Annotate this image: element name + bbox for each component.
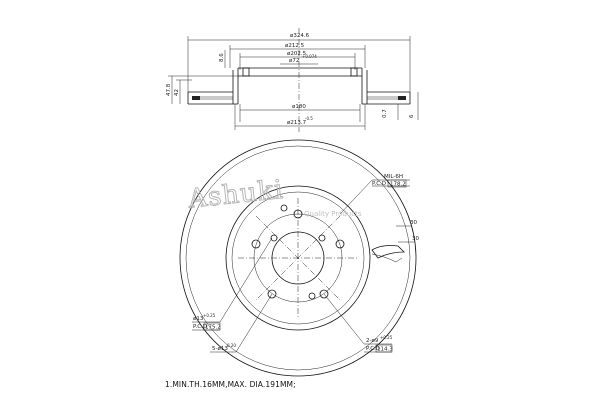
dim-center-bore-tol: +0.074 <box>302 54 317 59</box>
side-view: ø324.6 ø212.5 ø202.5 ø72 +0.074 <box>166 28 419 132</box>
hat-inner <box>231 191 365 325</box>
callout-hole-small-tol: +0.25 <box>203 313 216 318</box>
callout-pcd-thread-value: 178.2 <box>390 182 406 188</box>
dim-rim-offset: 6 <box>409 114 415 118</box>
vent-cutout <box>371 245 405 259</box>
pin-holes <box>270 204 326 300</box>
dim-height-total: 47.8 <box>166 83 172 96</box>
front-view: Ashuki Quality Products MIL-6H P.C.D 178… <box>179 139 419 377</box>
callout-bolt-holes: 5-ø13 <box>212 346 228 352</box>
callout-hole-small: ø13 <box>193 316 204 322</box>
callout-pin-holes-tol: +0.25 <box>380 335 393 340</box>
outer-rim <box>179 139 417 377</box>
dim-212-5: ø212.5 <box>285 43 305 49</box>
outer-rim-inner <box>185 145 411 371</box>
dim-202-5: ø202.5 <box>287 51 307 57</box>
callout-pcd-small-value: 175.2 <box>205 325 221 331</box>
spec-note: 1.MIN.TH.16MM,MAX. DIA.191MM; <box>165 380 296 389</box>
callout-mil: MIL-6H <box>384 174 403 180</box>
dim-213-7-tol: -0.5 <box>305 116 313 121</box>
dim-hat-depth: 8.6 <box>219 53 225 62</box>
dim-height-inner: 42 <box>174 89 180 96</box>
callout-pcd-main-label: P.C.D <box>366 346 380 352</box>
callout-pcd-main-value: 114.3 <box>377 347 393 353</box>
dim-center-bore: ø72 <box>289 58 299 64</box>
callout-bolt-holes-tol: 0.20 <box>227 343 236 348</box>
callout-pcd-small-label: P.C.D <box>193 324 207 330</box>
callout-pin-holes: 2-ø9 <box>366 338 379 344</box>
watermark-logo: Ashuki <box>186 175 285 215</box>
dim-outer-diameter: ø324.6 <box>290 33 310 39</box>
callout-vent-angle-2: 30 <box>412 236 419 242</box>
callout-vent-angle-1: 30 <box>410 220 417 226</box>
dim-disc-thickness: 0.7 <box>382 109 388 118</box>
watermark-subtitle: Quality Products <box>304 210 362 218</box>
hat-outer <box>225 185 371 331</box>
dim-213-7: ø213.7 <box>287 120 307 126</box>
callout-pcd-thread-label: P.C.D <box>372 181 386 187</box>
bolt-holes <box>251 209 345 299</box>
